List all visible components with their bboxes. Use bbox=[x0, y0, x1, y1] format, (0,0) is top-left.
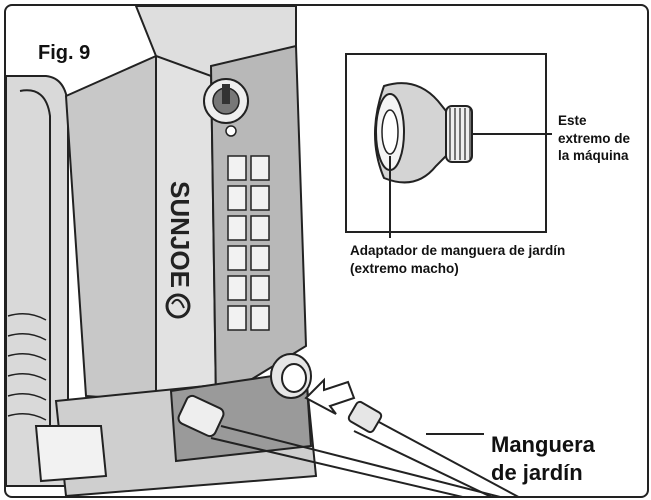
adapter-line-2: (extremo macho) bbox=[350, 260, 459, 276]
figure-label: Fig. 9 bbox=[36, 42, 93, 65]
inlet-recess bbox=[169, 369, 313, 463]
power-switch-icon bbox=[203, 78, 249, 137]
garden-hose bbox=[347, 400, 519, 496]
brand-text: SUNJOE bbox=[165, 181, 195, 288]
outlet-hose bbox=[220, 425, 501, 496]
adapter-detail-icon bbox=[374, 82, 473, 184]
machine-end-callout: Este extremo de la máquina bbox=[558, 112, 647, 165]
handle-shape bbox=[6, 75, 69, 487]
vent-grille bbox=[227, 155, 270, 331]
hose-reel bbox=[7, 313, 47, 421]
garden-hose-callout: Manguera de jardín bbox=[491, 431, 595, 486]
pressure-washer-illustration: SUNJOE bbox=[6, 6, 552, 496]
brand-logo: SUNJOE bbox=[165, 181, 195, 319]
adapter-callout: Adaptador de manguera de jardín (extremo… bbox=[350, 242, 647, 277]
garden-hose-line-2: de jardín bbox=[491, 459, 583, 485]
inlet-adapter bbox=[270, 353, 312, 399]
garden-hose-line-1: Manguera bbox=[491, 432, 595, 457]
figure-frame: SUNJOE bbox=[4, 4, 649, 498]
insert-arrow-icon bbox=[304, 377, 356, 415]
machine-end-line-3: la máquina bbox=[558, 148, 629, 164]
outlet-fitting bbox=[177, 394, 225, 438]
adapter-line-1: Adaptador de manguera de jardín bbox=[350, 243, 566, 258]
foot-clip bbox=[34, 425, 108, 483]
machine-end-line-1: Este bbox=[558, 113, 587, 128]
machine-end-line-2: extremo de bbox=[558, 130, 631, 146]
